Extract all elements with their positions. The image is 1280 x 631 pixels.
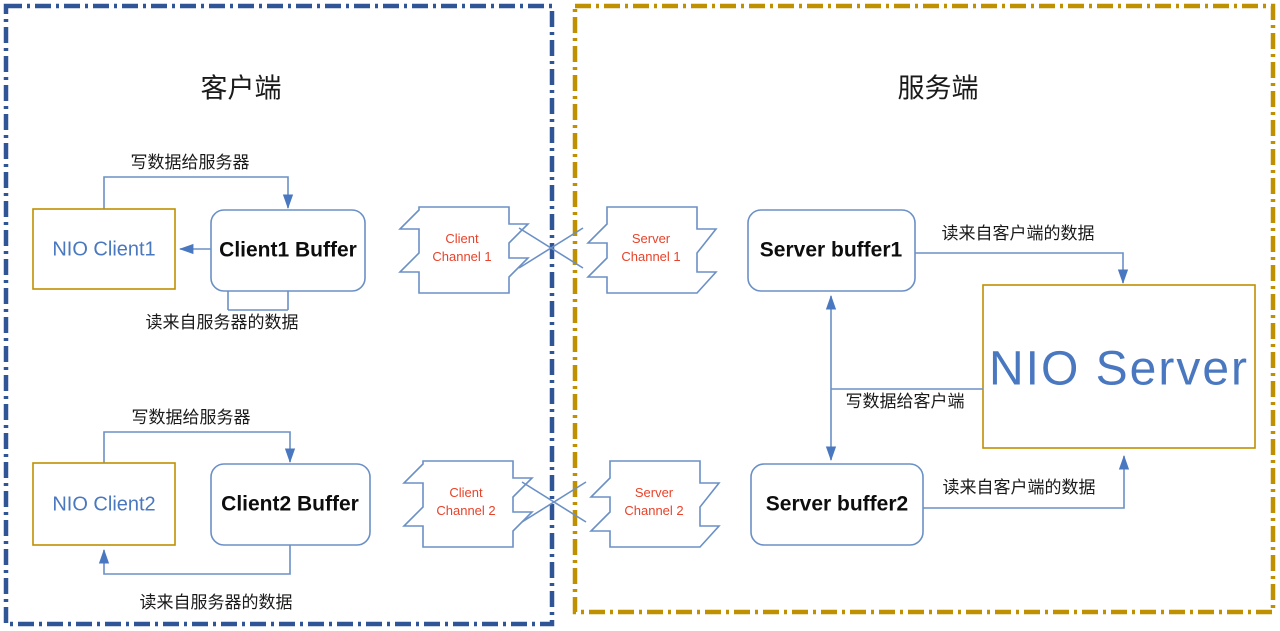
client2-buffer-box[interactable] (210, 463, 371, 546)
server-panel-title: 服务端 (898, 74, 979, 105)
client1-buffer-box[interactable] (210, 209, 366, 292)
server-read1-connector (915, 252, 1129, 284)
server-channel2-label-line2: Channel 2 (624, 503, 683, 518)
server-channel1-label-line1: Server (632, 231, 671, 246)
client2-write-label: 写数据给服务器 (132, 408, 251, 428)
nio-client1-label: NIO Client1 (52, 238, 155, 260)
client2-buffer-label: Client2 Buffer (221, 493, 359, 516)
server-read1-label: 读来自客户端的数据 (942, 224, 1095, 244)
nio-client2-box[interactable] (32, 462, 176, 546)
nio-server-label: NIO Server (989, 343, 1249, 396)
server-channel2-shape[interactable] (589, 460, 721, 548)
client-channel2-label-line1: Client (449, 485, 483, 500)
channel1-cross-connector (518, 227, 584, 269)
client-panel-title: 客户端 (201, 74, 282, 105)
server-read2-label: 读来自客户端的数据 (943, 478, 1096, 498)
client-channel1-label-line1: Client (445, 231, 479, 246)
client-channel2-shape[interactable] (402, 460, 534, 548)
client2-read-label: 读来自服务器的数据 (140, 593, 293, 613)
server-write-label: 写数据给客户端 (846, 392, 965, 412)
nio-server-box[interactable] (982, 284, 1256, 449)
server-read2-connector (923, 455, 1130, 509)
server-channel1-shape[interactable] (586, 206, 718, 294)
client1-buffer-label: Client1 Buffer (219, 239, 357, 262)
server-panel-boundary (572, 3, 1276, 615)
client2-write-connector (103, 431, 296, 463)
server-channel2-label-line1: Server (635, 485, 674, 500)
server-buffer2-label: Server buffer2 (766, 493, 908, 516)
server-buffer2-box[interactable] (750, 463, 924, 546)
client1-write-label: 写数据给服务器 (131, 153, 250, 173)
client-channel1-label-line2: Channel 1 (432, 249, 491, 264)
nio-client1-box[interactable] (32, 208, 176, 290)
server-channel1-label-line2: Channel 1 (621, 249, 680, 264)
channel2-cross-connector (521, 481, 587, 523)
server-buffer1-box[interactable] (747, 209, 916, 292)
client-channel1-shape[interactable] (398, 206, 530, 294)
client1-write-connector (103, 176, 294, 209)
nio-client2-label: NIO Client2 (52, 493, 155, 515)
client-channel2-label-line2: Channel 2 (436, 503, 495, 518)
client-panel-boundary (3, 3, 555, 627)
client2-read-connector (98, 545, 291, 575)
server-buffer1-label: Server buffer1 (760, 239, 903, 262)
client1-read-label: 读来自服务器的数据 (146, 313, 299, 333)
